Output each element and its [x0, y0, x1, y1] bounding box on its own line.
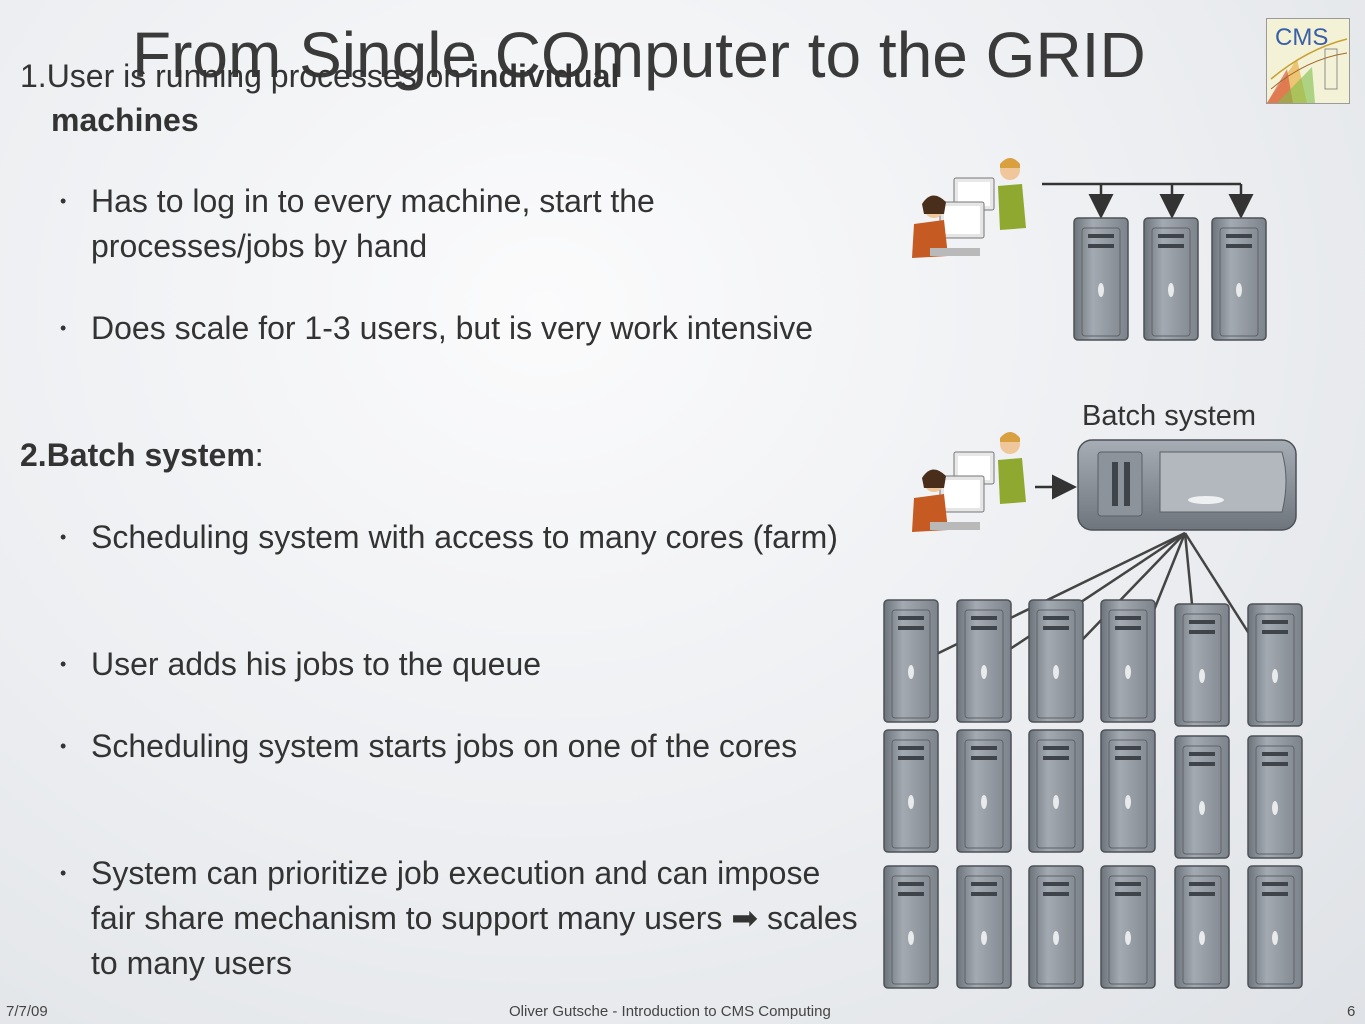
item-text-bold: Batch system [46, 437, 255, 473]
server-tower-icon [1247, 735, 1303, 859]
server-tower-icon [956, 865, 1012, 989]
server-tower-icon [956, 729, 1012, 853]
fanout-arrows [1042, 182, 1254, 219]
bullet-text: Does scale for 1-3 users, but is very wo… [91, 310, 814, 346]
item-text: User is running processes on [46, 58, 470, 94]
bullet-item: • System can prioritize job execution an… [60, 851, 860, 986]
server-tower-icon [1174, 865, 1230, 989]
server-tower-icon [1174, 735, 1230, 859]
batch-system-label: Batch system [1082, 400, 1257, 432]
bullet-text: User adds his jobs to the queue [91, 646, 542, 682]
server-tower-icon [1143, 217, 1199, 341]
bullet-text: Scheduling system with access to many co… [91, 519, 838, 555]
bullet-dot: • [60, 736, 67, 756]
users-icon [911, 157, 1027, 259]
slide-title: From Single COmputer to the GRID [132, 19, 1146, 91]
item-text-bold: individual [470, 58, 620, 94]
footer-date: 7/7/09 [6, 1003, 48, 1020]
server-tower-icon [1211, 217, 1267, 341]
item-number: 2. [20, 437, 47, 473]
users-icon [911, 431, 1027, 533]
bullet-text-part: System can prioritize job execution and … [91, 855, 821, 936]
server-tower-icon [883, 729, 939, 853]
bullet-dot: • [60, 318, 67, 338]
bullet-item: • Scheduling system with access to many … [60, 515, 860, 560]
cms-logo-text: CMS [1275, 24, 1328, 51]
server-tower-icon [956, 599, 1012, 723]
server-tower-icon [883, 865, 939, 989]
bullet-item: • Has to log in to every machine, start … [60, 179, 860, 269]
bullet-dot: • [60, 191, 67, 211]
bullet-text-part: scales to many users [91, 900, 858, 981]
bullet-item: • User adds his jobs to the queue [60, 642, 860, 687]
item-number: 1. [20, 58, 47, 94]
bullet-text: Scheduling system starts jobs on one of … [91, 728, 798, 764]
numbered-item-1: 1.User is running processes on individua… [20, 54, 740, 142]
server-tower-icon [1100, 599, 1156, 723]
numbered-item-2: 2.Batch system: [20, 433, 264, 477]
cms-logo: CMS [1266, 18, 1350, 104]
footer-center: Oliver Gutsche - Introduction to CMS Com… [509, 1003, 831, 1020]
bullet-dot: • [60, 654, 67, 674]
item-text-bold-line2: machines [51, 102, 199, 138]
bullet-text: System can prioritize job execution and … [60, 851, 860, 986]
server-tower-icon [1174, 603, 1230, 727]
batch-server-icon [1077, 439, 1297, 531]
bullet-item: • Does scale for 1-3 users, but is very … [60, 306, 860, 351]
bullet-item: • Scheduling system starts jobs on one o… [60, 724, 860, 769]
server-tower-icon [1100, 729, 1156, 853]
server-tower-icon [1100, 865, 1156, 989]
item-text: : [254, 437, 264, 473]
bullet-text: Has to log in to every machine, start th… [91, 183, 655, 264]
server-tower-icon [1028, 729, 1084, 853]
cms-logo-graphic: CMS [1267, 19, 1349, 103]
server-tower-icon [1247, 603, 1303, 727]
server-tower-icon [1073, 217, 1129, 341]
bullet-dot: • [60, 863, 67, 883]
footer-page-number: 6 [1347, 1003, 1356, 1020]
server-tower-icon [883, 599, 939, 723]
server-tower-icon [1028, 599, 1084, 723]
server-tower-icon [1247, 865, 1303, 989]
bullet-dot: • [60, 527, 67, 547]
server-farm [883, 599, 1303, 989]
server-tower-icon [1028, 865, 1084, 989]
arrow-icon: ➡ [731, 900, 759, 936]
